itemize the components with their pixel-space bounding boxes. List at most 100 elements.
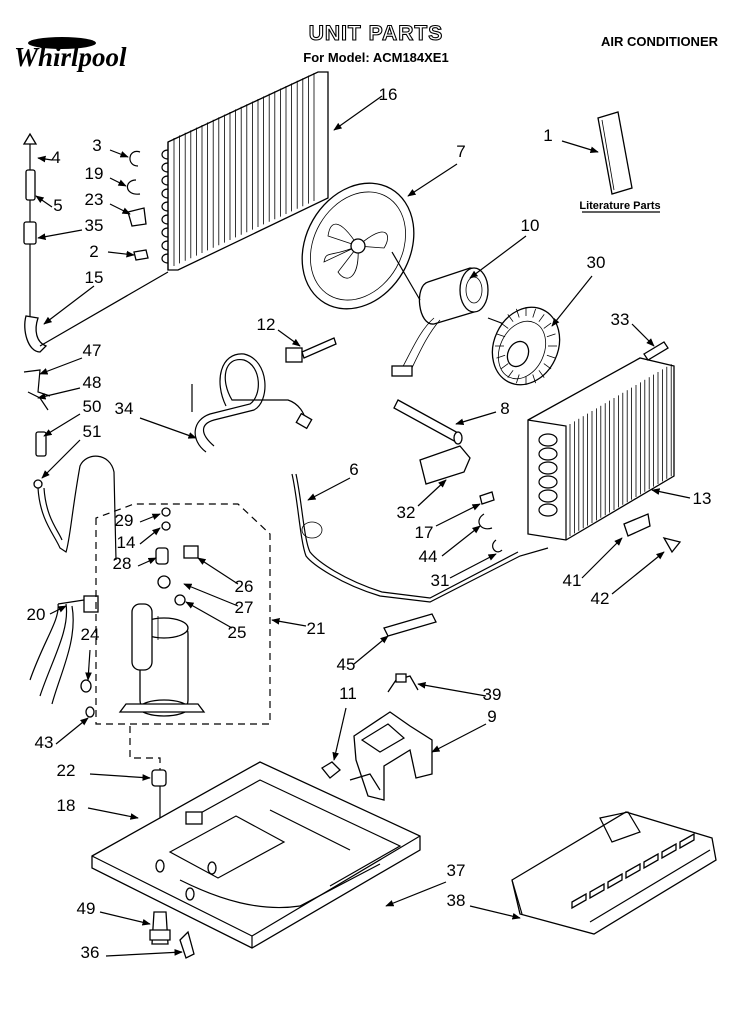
thermistor-sensor: [285, 337, 337, 363]
capillary-assembly: [22, 132, 169, 353]
leader-26: [197, 557, 239, 585]
callout-50: 50: [83, 397, 102, 416]
callout-37: 37: [447, 861, 466, 880]
small-hardware: [419, 445, 503, 553]
callout-14: 14: [117, 533, 136, 552]
leader-27: [183, 583, 239, 607]
leader-11: [332, 707, 347, 761]
leader-lines: [35, 95, 691, 957]
callout-41: 41: [563, 571, 582, 590]
control-bracket: [321, 711, 433, 801]
leader-2: [107, 250, 135, 258]
callout-7: 7: [456, 142, 465, 161]
callout-27: 27: [235, 598, 254, 617]
leader-41: [581, 537, 623, 579]
callout-6: 6: [349, 460, 358, 479]
callout-11: 11: [339, 684, 357, 703]
refrigerant-line: [291, 473, 549, 603]
leader-33: [631, 323, 655, 347]
leader-36: [105, 949, 183, 957]
base-pan: [91, 761, 421, 949]
callout-2: 2: [89, 242, 98, 261]
sensor-and-board: [383, 613, 437, 693]
suction-line: [191, 353, 313, 453]
grommets: [80, 679, 95, 718]
leader-29: [139, 513, 161, 523]
callout-38: 38: [447, 891, 466, 910]
condenser-coil: [161, 71, 329, 271]
leader-43: [55, 717, 89, 745]
leader-30: [551, 275, 593, 327]
leader-24: [85, 649, 92, 681]
leader-6: [307, 477, 351, 501]
leader-19: [109, 177, 127, 187]
leader-17: [435, 503, 481, 527]
leader-21: [271, 618, 307, 627]
left-tubing: [23, 369, 117, 561]
callout-4: 4: [51, 148, 60, 167]
leader-23: [109, 203, 131, 215]
leader-5: [35, 195, 53, 208]
blower-wheel: [491, 306, 561, 386]
callout-12: 12: [257, 315, 276, 334]
callout-51: 51: [83, 422, 102, 441]
callout-3: 3: [92, 136, 101, 155]
leader-49: [99, 911, 151, 926]
leader-1: [561, 140, 599, 154]
leader-9: [431, 723, 487, 753]
leader-28: [137, 557, 157, 567]
leader-7: [407, 163, 458, 197]
callout-48: 48: [83, 373, 102, 392]
callout-15: 15: [85, 268, 104, 287]
callout-45: 45: [337, 655, 356, 674]
callout-5: 5: [53, 196, 62, 215]
fan-blade: [301, 182, 415, 310]
callout-17: 17: [415, 523, 434, 542]
product-category: AIR CONDITIONER: [601, 34, 719, 49]
leader-38: [469, 905, 521, 920]
leader-4: [37, 155, 53, 163]
page-title: UNIT PARTS: [309, 22, 443, 45]
callout-31: 31: [431, 571, 450, 590]
callout-18: 18: [57, 796, 76, 815]
compressor-kit: [95, 503, 271, 725]
clip-parts: [126, 150, 149, 261]
callout-47: 47: [83, 341, 102, 360]
literature-book: Literature Parts: [579, 111, 661, 213]
leader-51: [41, 439, 81, 479]
control-cover: [511, 811, 717, 935]
leader-48: [37, 387, 81, 400]
leader-13: [651, 488, 691, 499]
callout-33: 33: [611, 310, 630, 329]
callout-43: 43: [35, 733, 54, 752]
callout-44: 44: [419, 547, 438, 566]
screw: [643, 341, 669, 361]
literature-parts-label: Literature Parts: [579, 200, 660, 212]
callout-23: 23: [85, 190, 104, 209]
callout-36: 36: [81, 943, 100, 962]
fan-motor: [391, 251, 521, 377]
callout-26: 26: [235, 577, 254, 596]
leader-50: [43, 413, 81, 437]
leader-34: [139, 417, 197, 439]
leader-45: [353, 635, 389, 665]
model-line: For Model: ACM184XE1: [303, 50, 448, 65]
leader-16: [333, 95, 383, 131]
callout-35: 35: [85, 216, 104, 235]
mounting-brackets: [623, 513, 682, 554]
leader-22: [89, 773, 151, 781]
callout-19: 19: [85, 164, 104, 183]
leader-44: [441, 525, 481, 557]
leader-32: [417, 479, 447, 507]
callout-21: 21: [307, 619, 326, 638]
brand-name: Whirlpool: [14, 42, 127, 72]
callout-24: 24: [81, 625, 100, 644]
callout-25: 25: [228, 623, 247, 642]
leader-18: [87, 807, 139, 820]
leader-31: [449, 553, 497, 579]
leader-14: [139, 527, 161, 545]
callout-49: 49: [77, 899, 96, 918]
callout-1: 1: [543, 126, 552, 145]
